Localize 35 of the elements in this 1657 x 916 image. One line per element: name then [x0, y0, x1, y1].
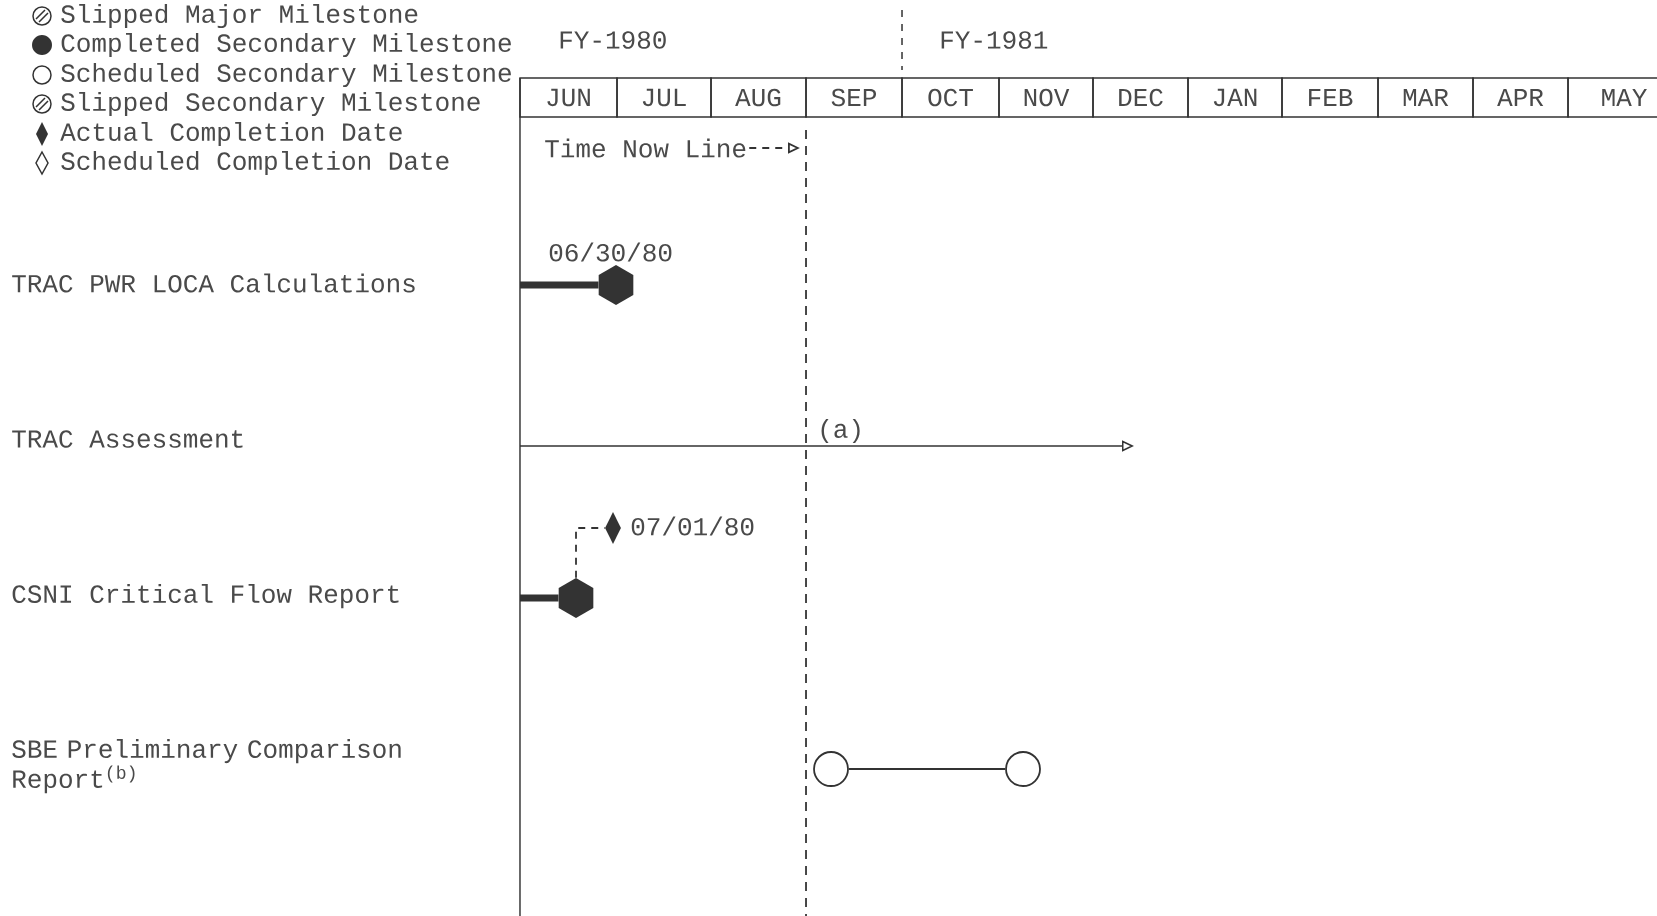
fiscal-year-label: FY-1981	[941, 31, 1048, 49]
month-cell: OCT	[901, 77, 1000, 118]
date-label: 07/01/80	[631, 516, 754, 536]
month-cell: APR	[1472, 77, 1569, 118]
leader-line	[575, 527, 606, 579]
connector-line	[848, 768, 1006, 770]
month-cell: SEP	[805, 77, 903, 118]
legend-text: Completed Secondary Milestone	[61, 32, 511, 58]
month-cell: FEB	[1281, 77, 1379, 118]
month-cell: MAY	[1567, 77, 1657, 118]
month-cell: JUL	[616, 77, 712, 118]
legend-text: Slipped Secondary Milestone	[61, 91, 480, 117]
month-cell: MAR	[1377, 77, 1474, 118]
milestone-circle	[1005, 751, 1041, 787]
legend-text: Scheduled Completion Date	[61, 150, 449, 176]
legend-text: Slipped Major Milestone	[61, 3, 418, 29]
row-label: CSNI Critical Flow Report	[12, 583, 399, 609]
month-cell: DEC	[1092, 77, 1189, 118]
row-label: TRAC PWR LOCA Calculations	[12, 273, 415, 293]
row-label: TRAC Assessment	[12, 430, 243, 448]
milestone-circle	[813, 751, 849, 787]
date-diamond	[605, 512, 621, 544]
date-label: 06/30/80	[549, 242, 672, 262]
month-cell: JUN	[519, 77, 618, 118]
footnote-mark: (a)	[821, 418, 860, 444]
month-cell: JAN	[1187, 77, 1283, 118]
milestone-hexagon	[598, 265, 634, 305]
legend-text: Scheduled Secondary Milestone	[61, 62, 511, 88]
milestone-hexagon	[558, 578, 594, 618]
month-cell: NOV	[998, 77, 1094, 118]
legend-text: Actual Completion Date	[60, 121, 402, 147]
fiscal-year-label: FY-1980	[560, 31, 666, 49]
month-cell: AUG	[710, 77, 807, 118]
row-label: SBE Preliminary Comparison Report$^{(b)}$	[12, 738, 401, 794]
time-now-label: Time Now Line	[545, 138, 746, 158]
